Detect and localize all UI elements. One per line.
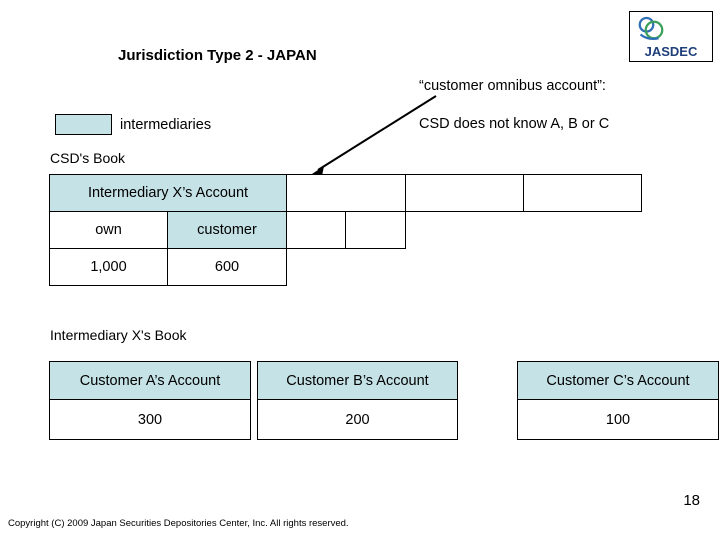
callout-line-1: “customer omnibus account”:: [419, 78, 606, 94]
table-cell: Intermediary X’s Account: [49, 174, 287, 212]
legend-swatch-intermediaries: [55, 114, 112, 135]
table-cell: 600: [167, 248, 287, 286]
callout-arrow-icon: [306, 95, 437, 178]
table-cell: [523, 174, 642, 212]
table-cell: 300: [49, 399, 251, 440]
table-header-cell: Customer B’s Account: [257, 361, 458, 400]
jasdec-logo: JASDEC: [629, 11, 713, 62]
table-cell: 200: [257, 399, 458, 440]
table-cell: own: [49, 211, 168, 249]
callout-line-2: CSD does not know A, B or C: [419, 116, 610, 132]
table-cell: 1,000: [49, 248, 168, 286]
jasdec-logo-mark: [638, 16, 664, 40]
table-header-cell: Customer A’s Account: [49, 361, 251, 400]
jasdec-logo-text: JASDEC: [644, 44, 698, 59]
page-number: 18: [683, 492, 700, 509]
table-cell: [405, 174, 524, 212]
table-cell: [286, 174, 406, 212]
legend-label-intermediaries: intermediaries: [120, 117, 212, 133]
table-cell: [286, 211, 346, 249]
table-cell: [345, 211, 406, 249]
intermediary-book-label: Intermediary X's Book: [50, 327, 187, 343]
csd-book-label: CSD's Book: [50, 150, 126, 166]
copyright-notice: Copyright (C) 2009 Japan Securities Depo…: [8, 518, 349, 529]
page-title: Jurisdiction Type 2 - JAPAN: [118, 47, 317, 64]
table-header-cell: Customer C’s Account: [517, 361, 719, 400]
table-cell: 100: [517, 399, 719, 440]
table-cell: customer: [167, 211, 287, 249]
